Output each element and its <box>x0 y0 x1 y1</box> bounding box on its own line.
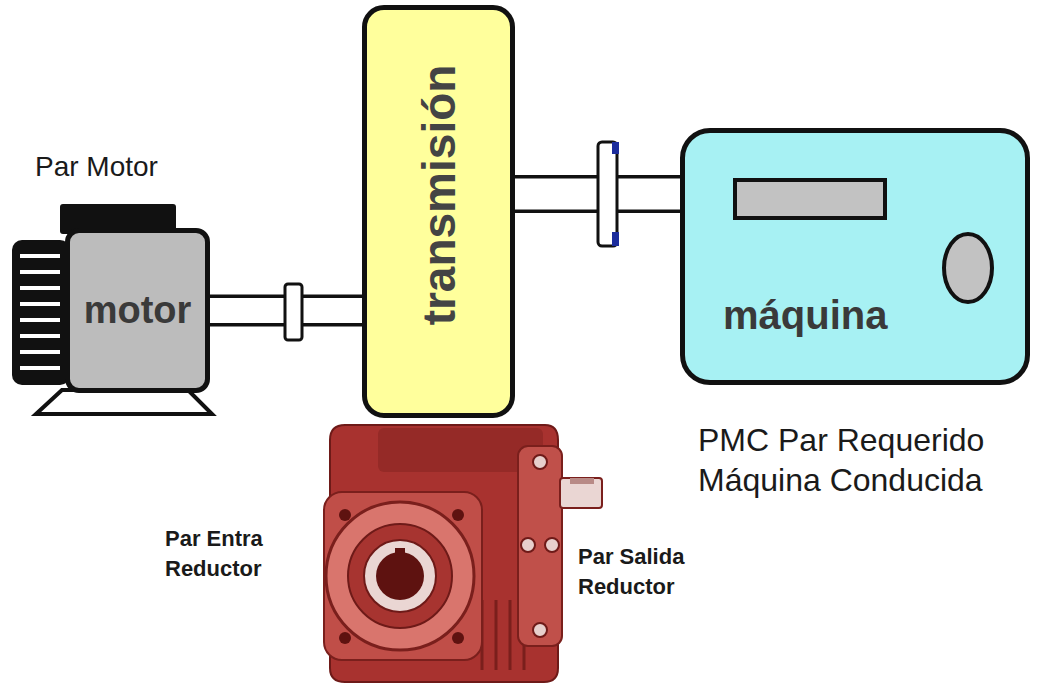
fin-stripe <box>20 334 60 338</box>
torque-label: Par Entra Reductor <box>165 524 305 584</box>
torque-label: PMC Par Requerido Máquina Conducida <box>698 420 1030 500</box>
fin-stripe <box>20 366 60 370</box>
motor-fins <box>12 240 70 385</box>
motor-body: motor <box>65 228 210 393</box>
fin-stripe <box>20 254 60 258</box>
torque-label: Par Salida Reductor <box>578 542 728 602</box>
shaft-coupling <box>598 142 619 246</box>
bolt-hole <box>339 509 351 521</box>
node-label: transmisión <box>412 65 466 326</box>
output-bolts <box>521 455 559 637</box>
fin-stripe <box>20 318 60 322</box>
fin-stripe <box>20 286 60 290</box>
input-flange <box>324 492 482 660</box>
bolt <box>545 538 559 552</box>
coupling-bolt <box>612 232 619 246</box>
machine-knob <box>944 234 992 302</box>
bolt <box>533 455 547 469</box>
input-hub <box>364 540 436 612</box>
shaft-key <box>570 478 594 484</box>
node-label: máquina <box>723 293 887 338</box>
machine-slot <box>735 180 885 218</box>
bolt <box>533 623 547 637</box>
fin-stripe <box>20 350 60 354</box>
fin-stripe <box>20 270 60 274</box>
node-label: motor <box>84 289 192 332</box>
output-shaft <box>560 478 602 508</box>
machine-box: máquina <box>680 128 1030 385</box>
machine-details <box>685 133 1025 380</box>
fin-stripe <box>20 302 60 306</box>
coupling-bolt <box>612 142 619 154</box>
bolt-hole <box>339 632 351 644</box>
bolt-hole <box>452 632 464 644</box>
bolt-hole <box>452 509 464 521</box>
rib <box>509 600 512 670</box>
coupling-flange <box>598 142 617 246</box>
output-flange <box>518 446 562 646</box>
fin-stripes <box>20 256 60 368</box>
shaft-coupling <box>285 284 302 340</box>
motor-feet <box>36 390 212 414</box>
bolt <box>521 538 535 552</box>
keyway <box>395 548 405 556</box>
fin-block <box>12 240 70 385</box>
input-bore <box>376 552 424 600</box>
gear-reducer <box>324 425 602 682</box>
torque-label: Par Motor <box>35 150 235 184</box>
flange-ring <box>326 502 474 650</box>
flange-bolts <box>339 509 464 644</box>
flange-inner <box>348 524 452 628</box>
transmission-box: transmisión <box>362 5 515 418</box>
rib <box>495 600 498 670</box>
